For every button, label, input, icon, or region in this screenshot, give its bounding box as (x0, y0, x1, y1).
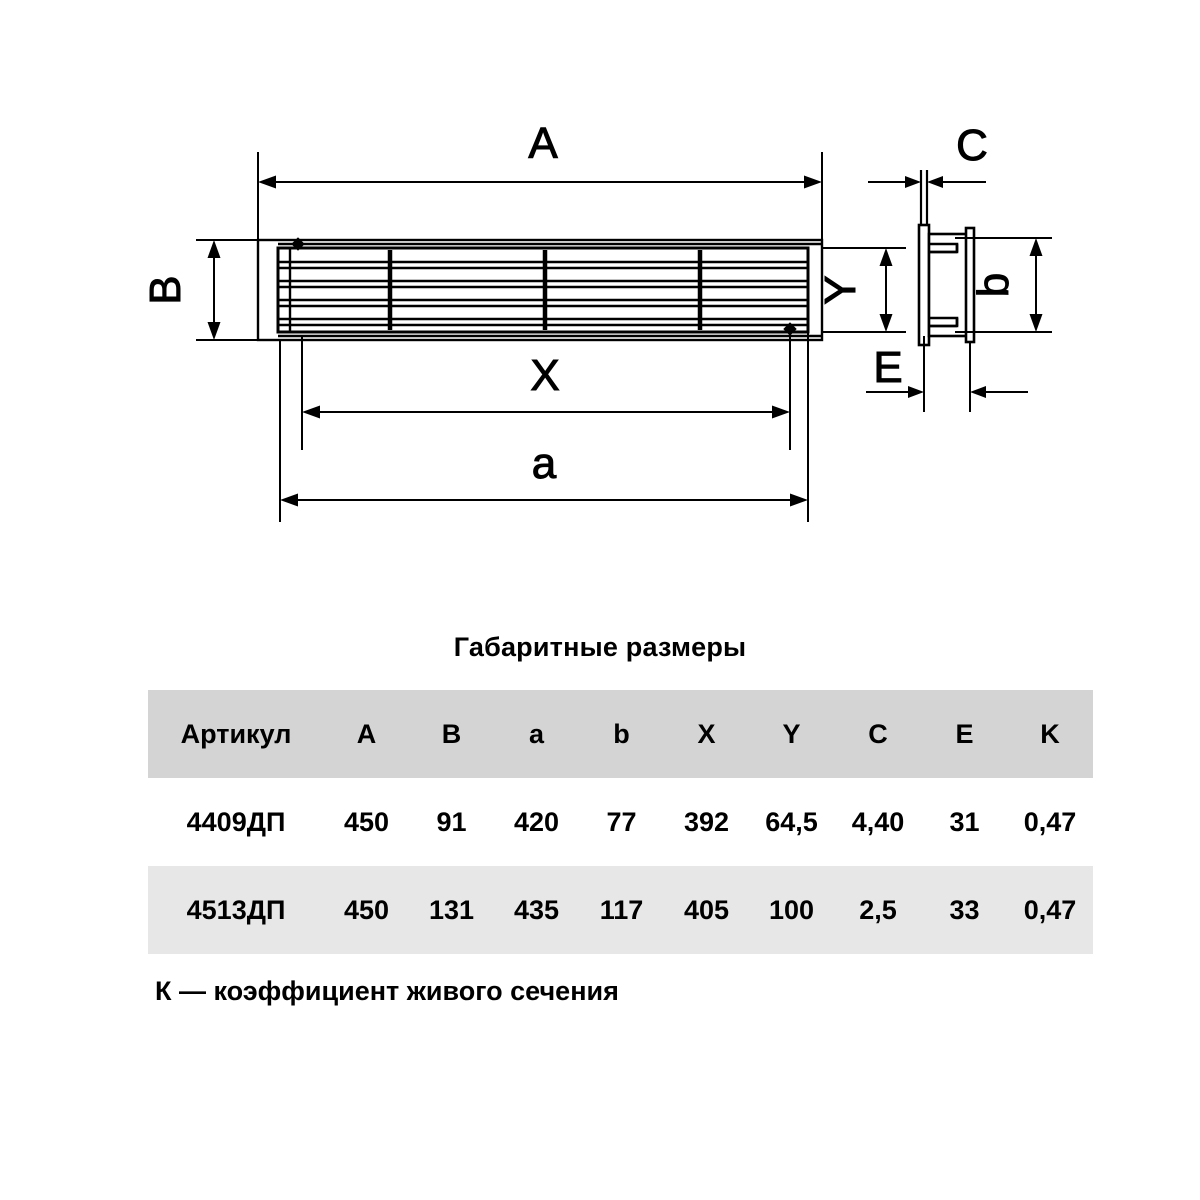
column-header-Y: Y (782, 718, 801, 749)
side-view-front-plate (917, 170, 931, 347)
cell-A: 450 (343, 806, 390, 837)
dimension-X (301, 330, 791, 450)
dimension-Y (822, 247, 906, 333)
cell-B: 91 (436, 806, 467, 837)
cell-Y: 64,5 (765, 806, 818, 837)
dimension-label-Y: Y (816, 275, 865, 304)
grille-body-outline (276, 246, 810, 334)
dimension-label-A: A (528, 119, 558, 168)
dimension-label-a: a (532, 439, 557, 488)
cell-article: 4409ДП (186, 806, 286, 837)
dimension-a (279, 332, 809, 522)
cell-b: 117 (599, 894, 644, 925)
cell-B: 131 (428, 894, 475, 925)
column-header-K: K (1040, 718, 1060, 749)
louver-divider-bars (387, 250, 703, 330)
grille-flange-outline (256, 238, 824, 342)
cell-C: 2,5 (859, 894, 897, 925)
column-header-article: Артикул (180, 718, 292, 749)
column-header-A: A (356, 718, 377, 749)
table-header-row: Артикул A B a b X Y C E K (148, 690, 1093, 778)
cell-A: 450 (343, 894, 390, 925)
cell-Y: 100 (768, 894, 815, 925)
dimension-C (868, 176, 986, 188)
column-header-B: B (441, 718, 462, 749)
cell-a: 435 (513, 894, 560, 925)
dimension-E (866, 336, 1028, 412)
dimension-label-X: X (530, 351, 559, 400)
cell-article: 4513ДП (186, 894, 286, 925)
column-header-C: C (868, 718, 888, 749)
dimension-label-C: C (956, 121, 988, 170)
column-header-X: X (697, 718, 716, 749)
cell-E: 31 (949, 806, 980, 837)
dimension-B (196, 239, 300, 341)
dimensions-table: Артикул A B a b X Y C E K 4409ДП 450 91 … (148, 690, 1093, 954)
cell-K: 0,47 (1023, 806, 1077, 837)
table-footnote: К — коэффициент живого сечения (155, 976, 619, 1006)
side-view-body (927, 226, 976, 344)
table-title: Габаритные размеры (453, 632, 747, 662)
cell-K: 0,47 (1023, 894, 1077, 925)
cell-X: 405 (683, 894, 730, 925)
dimension-label-b: b (969, 273, 1018, 297)
column-header-a: a (528, 718, 545, 749)
column-header-b: b (613, 718, 630, 749)
technical-drawing: A B Y (141, 119, 1052, 522)
table-row: 4409ДП 450 91 420 77 392 64,5 4,40 31 0,… (148, 778, 1093, 866)
cell-a: 420 (513, 806, 560, 837)
cell-X: 392 (683, 806, 730, 837)
dimension-label-B: B (141, 275, 190, 304)
dimension-label-E: E (873, 343, 902, 392)
dimension-b (955, 237, 1052, 333)
dimension-A (257, 152, 823, 248)
cell-b: 77 (606, 806, 637, 837)
column-header-E: E (955, 718, 974, 749)
table-row: 4513ДП 450 131 435 117 405 100 2,5 33 0,… (148, 866, 1093, 954)
cell-C: 4,40 (851, 806, 905, 837)
cell-E: 33 (949, 894, 980, 925)
